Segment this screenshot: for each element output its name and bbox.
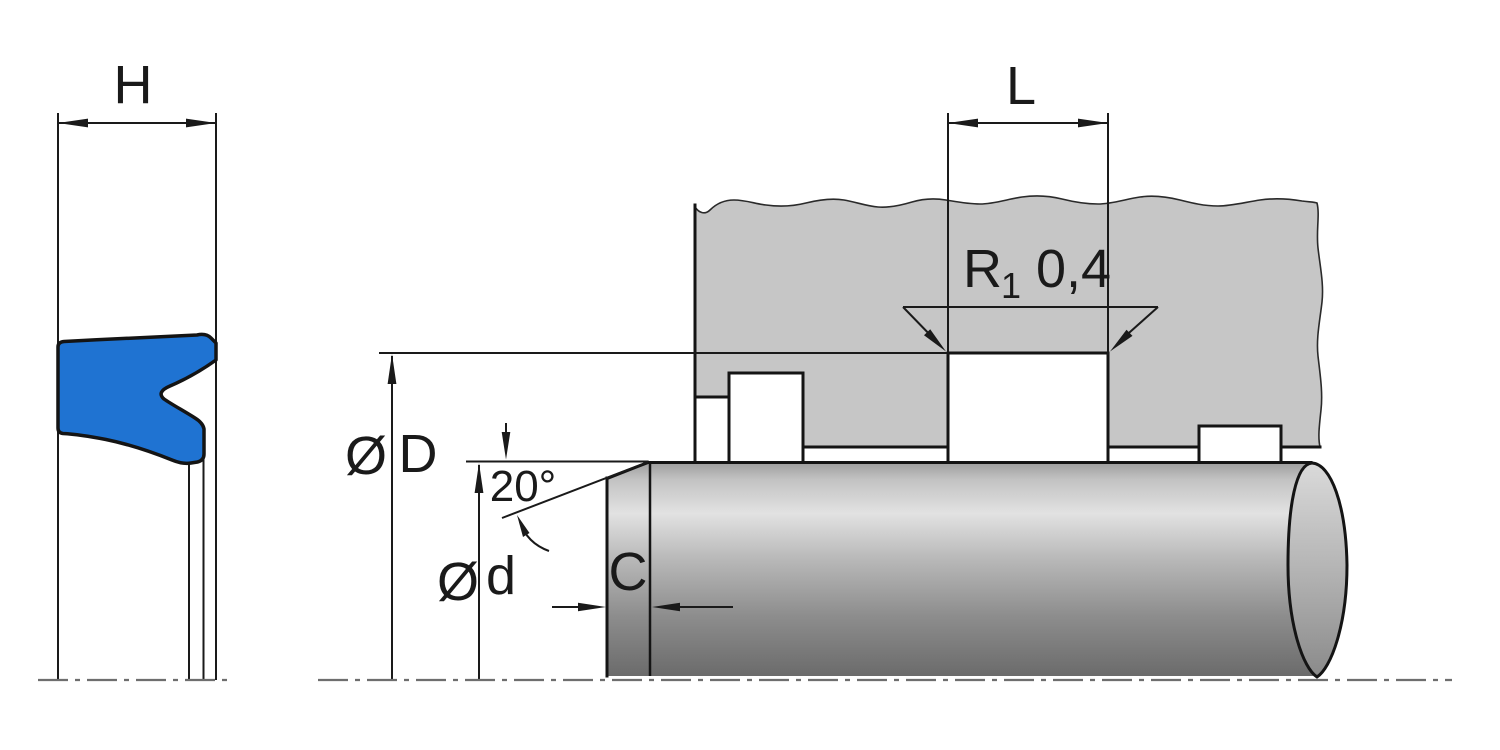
chamfer-angle-arc-arrow bbox=[517, 515, 530, 537]
shaft bbox=[605, 460, 1349, 679]
radius-callout: R 1 0,4 bbox=[902, 239, 1159, 352]
rod-diameter-symbol: Ø bbox=[437, 552, 479, 612]
shaft-body bbox=[607, 462, 1313, 676]
l-dimension-label: L bbox=[1006, 56, 1036, 116]
housing-body bbox=[695, 195, 1323, 447]
h-arrow-left bbox=[58, 118, 88, 128]
chamfer-angle-dimension: 20° bbox=[490, 423, 649, 552]
h-dimension-label: H bbox=[114, 55, 153, 115]
seal-profile bbox=[56, 332, 218, 466]
chamfer-length-label: C bbox=[609, 542, 648, 602]
h-dimension: H bbox=[58, 55, 216, 128]
rod-diameter-arrow bbox=[474, 463, 484, 493]
radius-subscript: 1 bbox=[1001, 265, 1021, 306]
l-arrow-right bbox=[1078, 118, 1108, 128]
h-arrow-right bbox=[186, 118, 216, 128]
chamfer-angle-arrow-down bbox=[501, 432, 511, 460]
bore-diameter-dimension: Ø D bbox=[345, 352, 948, 680]
shaft-dome-end bbox=[1286, 461, 1349, 679]
chamfer-length-dimension: C bbox=[552, 542, 733, 612]
bore-diameter-letter: D bbox=[399, 424, 438, 484]
installation-figure: L R 1 0,4 Ø D Ø d bbox=[318, 56, 1452, 682]
rod-diameter-letter: d bbox=[486, 546, 516, 606]
bore-diameter-arrow bbox=[387, 354, 397, 384]
housing-break-edge bbox=[694, 195, 1324, 448]
rod-diameter-dimension: Ø d bbox=[437, 460, 648, 680]
chamfer-angle-label: 20° bbox=[490, 462, 557, 511]
radius-arrow-right bbox=[1110, 329, 1133, 352]
chamfer-length-arrow-right bbox=[652, 602, 680, 612]
housing-machined-edges bbox=[693, 203, 1322, 464]
radius-arrow-left bbox=[924, 329, 946, 352]
bore-diameter-symbol: Ø bbox=[345, 426, 387, 486]
seal-cross-section-figure: H bbox=[38, 55, 232, 682]
chamfer-construction-line bbox=[501, 461, 649, 519]
radius-symbol: R bbox=[963, 239, 1002, 299]
radius-value: 0,4 bbox=[1036, 239, 1111, 299]
l-dimension: L bbox=[947, 56, 1109, 355]
l-arrow-left bbox=[948, 118, 978, 128]
chamfer-length-arrow-left bbox=[578, 602, 606, 612]
